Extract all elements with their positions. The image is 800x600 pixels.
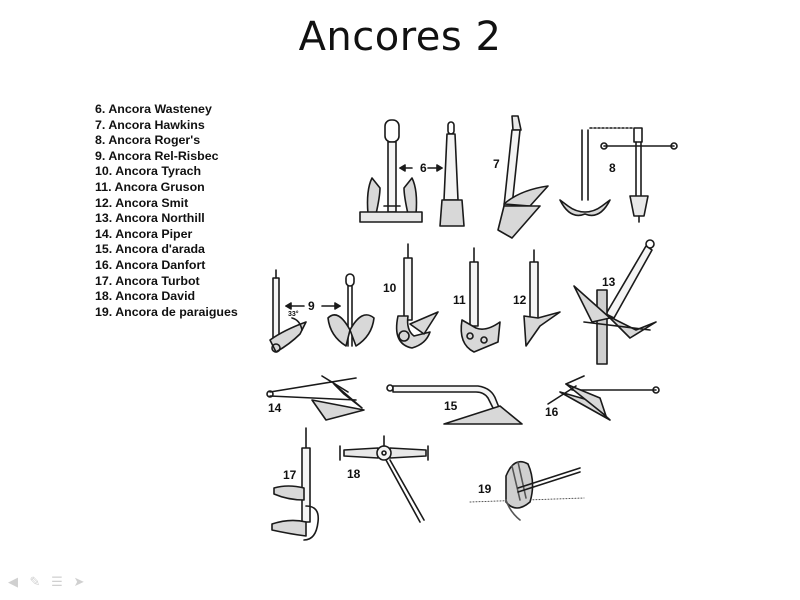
anchor-9-rel-risbec-drawing: 33° [269,269,375,353]
legend-item-14: 14. Ancora Piper [95,226,193,241]
anchor-12-smit-drawing [523,249,561,347]
anchor-11-label: 11 [453,293,466,307]
slide-title: Ancores 2 [298,14,502,60]
anchor-6-wasteney-drawing [359,119,465,227]
anchor-12-label: 12 [513,293,527,307]
legend-item-19: 19. Ancora de paraigues [95,304,238,319]
previous-slide-icon[interactable]: ◀ [8,575,18,590]
anchor-14-piper-drawing [266,375,365,421]
anchor-18-label: 18 [347,467,361,481]
anchor-15-darada-drawing [386,384,523,425]
legend-item-18: 18. Ancora David [95,289,196,304]
anchor-13-label: 13 [602,275,616,289]
legend-item-12: 12. Ancora Smit [95,195,189,210]
legend-item-8: 8. Ancora Roger's [95,133,201,148]
anchor-8-label: 8 [609,161,616,175]
anchor-19-label: 19 [478,482,492,496]
anchor-14-label: 14 [268,401,282,415]
legend-item-13: 13. Ancora Northill [95,211,205,226]
pen-icon[interactable]: ✎ [29,575,41,590]
anchor-18-david-drawing [339,435,429,523]
legend-item-17: 17. Ancora Turbot [95,273,200,288]
legend-item-16: 16. Ancora Danfort [95,257,206,272]
legend-item-11: 11. Ancora Gruson [95,179,205,194]
angle-label: 33° [288,310,299,318]
menu-icon[interactable]: ☰ [51,575,63,590]
anchor-13-northill-drawing [573,239,657,365]
anchor-legend: 6. Ancora Wasteney 7. Ancora Hawkins 8. … [95,102,238,320]
anchor-7-hawkins-drawing [497,115,549,239]
legend-item-15: 15. Ancora d'arada [95,242,205,257]
anchor-19-paraigues-drawing [469,460,585,521]
anchor-6-label: 6 [420,161,427,175]
anchor-10-label: 10 [383,281,397,295]
anchor-9-label: 9 [308,299,315,313]
anchor-8-rogers-drawing [559,127,678,223]
legend-item-6: 6. Ancora Wasteney [95,102,212,116]
legend-item-9: 9. Ancora Rel-Risbec [95,148,219,163]
anchor-16-danfort-drawing [547,375,660,421]
slide-navigation: ◀ ✎ ☰ ➤ [6,576,86,590]
anchor-10-tyrach-drawing [395,243,439,349]
anchor-11-gruson-drawing [460,247,501,353]
legend-item-10: 10. Ancora Tyrach [95,164,202,179]
anchor-17-label: 17 [283,468,297,482]
legend-item-7: 7. Ancora Hawkins [95,117,205,132]
anchor-16-label: 16 [545,405,559,419]
anchor-17-turbot-drawing [271,427,320,541]
anchor-7-label: 7 [493,157,500,171]
next-slide-icon[interactable]: ➤ [73,575,85,590]
anchor-15-label: 15 [444,399,458,413]
